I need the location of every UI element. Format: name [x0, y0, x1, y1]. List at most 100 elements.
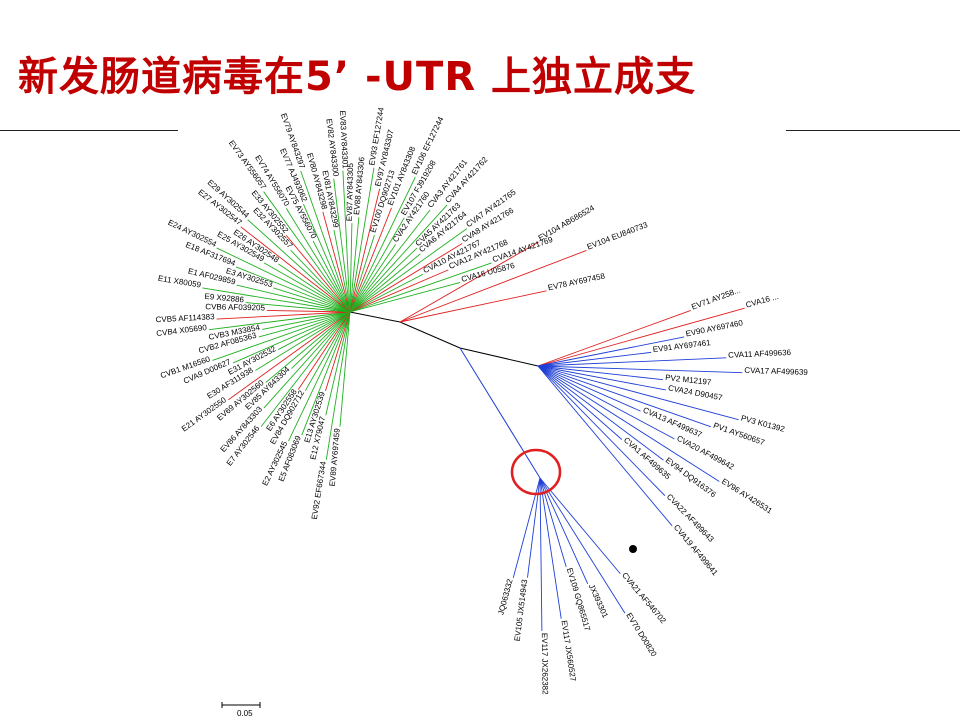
scale-bar: 0.05 [221, 702, 261, 718]
tree-branch [208, 311, 351, 331]
tree-branch [537, 365, 664, 381]
leaf-label: CVB4 X05690 [156, 323, 208, 338]
tree-branch [539, 477, 543, 631]
tree-branch [240, 226, 351, 313]
tree-branch [399, 241, 539, 323]
tree-branch [349, 273, 424, 313]
leaf-label: CVA16 ... [745, 292, 780, 310]
tree-branch [537, 357, 727, 367]
title-underline-right [786, 130, 960, 131]
backbone-branch [349, 311, 401, 323]
tree-branch [399, 290, 547, 323]
tree-branch [325, 311, 351, 391]
tree-branch [263, 311, 351, 409]
leaf-label: EV82 AY843300 [324, 118, 340, 177]
tree-branches [202, 167, 745, 631]
tree-branch [537, 365, 666, 391]
tree-branch [216, 247, 351, 313]
leaf-label: EV83 AY843301 [338, 110, 350, 169]
leaf-label: EV105 JX514943 [513, 578, 530, 641]
leaf-label: EV87 AY843305 [345, 162, 355, 221]
leaf-label: CVA17 AF499639 [744, 366, 808, 377]
tree-branch [539, 477, 621, 575]
leaf-label: CVA13 AF499637 [642, 405, 704, 439]
tree-branch [290, 249, 351, 313]
tree-branch [349, 262, 492, 313]
leaf-label: CVA19 AF499641 [672, 523, 720, 578]
tree-branch [349, 209, 431, 313]
tree-branch [539, 477, 589, 584]
tree-branch [333, 229, 351, 313]
leaf-label: CVA24 D90457 [667, 383, 723, 402]
tree-branch [236, 284, 351, 313]
tree-branch [266, 310, 351, 313]
tree-branch [349, 247, 418, 313]
tree-branch [235, 266, 351, 313]
tree-branch [322, 211, 351, 313]
tree-branch [349, 223, 353, 313]
tree-branch [312, 240, 351, 313]
tree-branch [537, 365, 673, 527]
tree-branch [325, 311, 351, 460]
tree-branch [247, 219, 351, 313]
tree-branch [349, 244, 397, 313]
tree-branch [265, 311, 351, 383]
tree-branch [325, 311, 351, 416]
tree-branch [349, 204, 448, 313]
tree-leaf-labels: EV71 AY258...CVA16 ...EV90 AY697460EV91 … [155, 106, 808, 695]
tree-branch [349, 217, 405, 313]
tree-branch [285, 208, 351, 313]
tree-branch [459, 347, 541, 479]
tree-branch [300, 170, 351, 313]
leaf-label: EV92 EF667344 [310, 460, 328, 520]
tree-branch [342, 170, 351, 313]
scale-bar-label: 0.05 [237, 709, 253, 718]
leaf-label: EV117 JX560527 [560, 620, 578, 683]
leaf-label: PV3 K01392 [740, 414, 786, 434]
tree-branch [349, 243, 463, 313]
tree-branch [537, 365, 664, 461]
leaf-label: CVB5 AF114383 [155, 312, 215, 324]
tree-branch [537, 365, 641, 412]
tree-branch [333, 178, 351, 313]
backbone-branch [459, 347, 539, 367]
tree-branch [539, 477, 567, 567]
tree-branch [260, 311, 351, 427]
tree-branch [349, 228, 468, 313]
leaf-label: JX393301 [587, 583, 610, 620]
tree-branch [349, 188, 381, 313]
tree-branch [255, 311, 351, 371]
tree-branch [537, 365, 739, 421]
tree-branch [339, 311, 351, 427]
tree-branch [263, 262, 351, 313]
tree-branch [349, 167, 375, 313]
tree-branch [258, 311, 351, 338]
tree-branch [291, 311, 351, 369]
tree-branch [273, 287, 351, 313]
tree-branch [349, 282, 461, 313]
tree-branch [228, 311, 351, 401]
tree-branch [537, 365, 675, 440]
tree-branch [232, 311, 351, 364]
backbone-branch [399, 321, 461, 349]
leaf-label: CVB6 AF039205 [205, 302, 265, 312]
slide-title: 新发肠道病毒在5’ -UTR 上独立成支 [18, 54, 697, 100]
tree-branch [537, 351, 652, 367]
tree-branch [301, 311, 351, 436]
leaf-label: EV104 EU840733 [586, 220, 650, 252]
tree-branch [349, 207, 392, 313]
tree-branch [539, 477, 626, 614]
tree-branch [278, 311, 351, 350]
tree-branch [539, 477, 562, 619]
tree-branch [216, 311, 351, 320]
tree-branch [399, 250, 587, 323]
tree-branch [349, 217, 360, 313]
tree-branch [285, 234, 351, 313]
leaf-label: EV96 AY426531 [720, 477, 774, 516]
new-strain-marker [629, 545, 637, 553]
tree-branch [537, 365, 712, 428]
tree-branch [537, 365, 666, 496]
leaf-label: EV78 AY697458 [547, 271, 606, 292]
tree-branch [349, 176, 416, 313]
